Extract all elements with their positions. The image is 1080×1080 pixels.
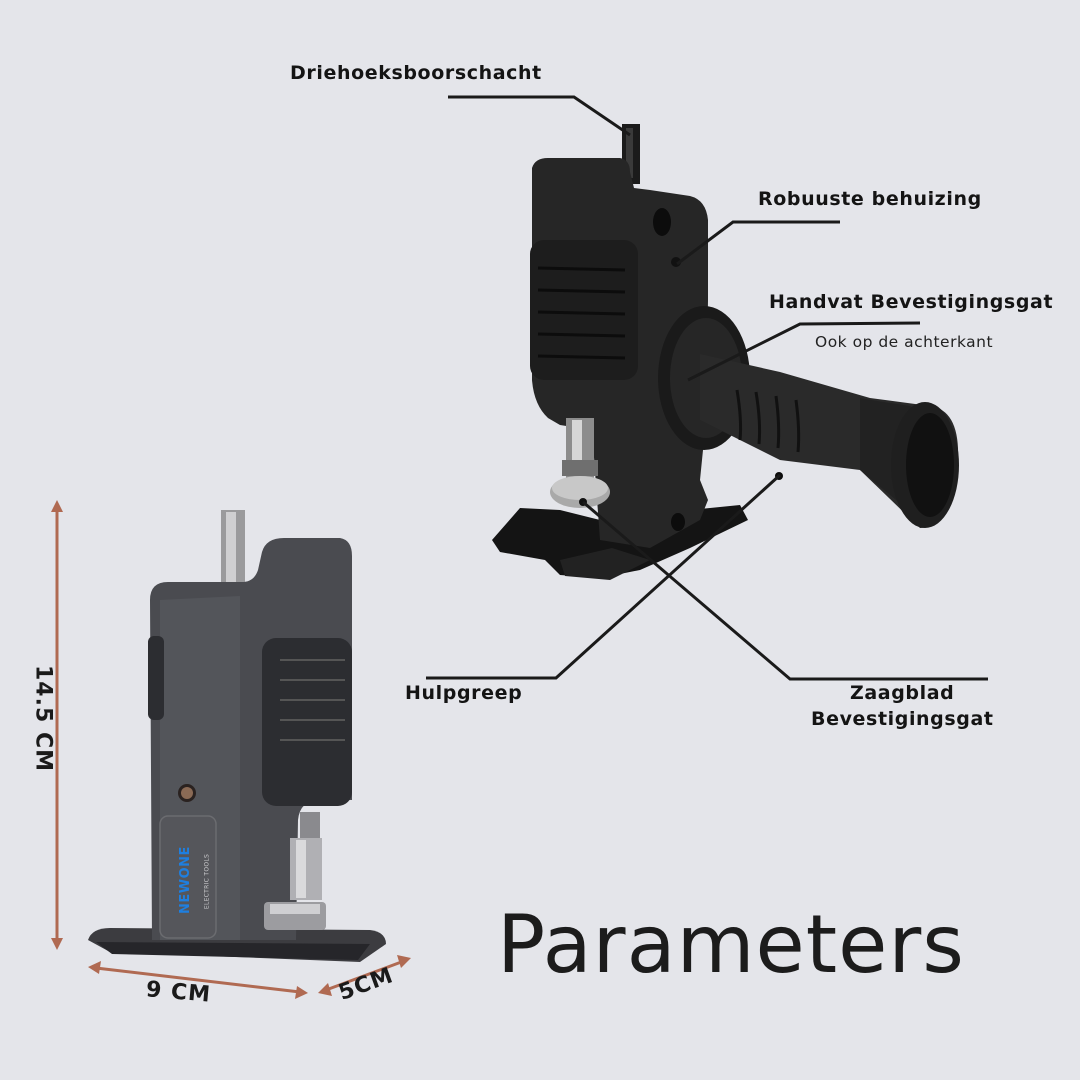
page-title: Parameters xyxy=(497,898,965,991)
dimension-arrows xyxy=(51,500,411,999)
product-main-image xyxy=(492,124,959,580)
callout-line-drill-shaft xyxy=(448,95,631,137)
callout-note-handle-mount: Ook op de achterkant xyxy=(815,333,994,351)
dimension-height-label: 14.5 CM xyxy=(30,665,56,772)
callout-label-housing: Robuuste behuizing xyxy=(758,188,982,210)
callout-line-housing xyxy=(676,220,840,266)
brand-subtitle: ELECTRIC TOOLS xyxy=(203,853,211,910)
callout-label-blade-mount-line1: Zaagblad xyxy=(850,682,955,704)
product-dimension-image xyxy=(88,510,386,962)
brand-name: NEWONE xyxy=(178,846,193,914)
width-arrow xyxy=(95,966,301,994)
callout-lines xyxy=(426,95,988,681)
callout-line-aux-grip xyxy=(426,473,782,680)
callout-label-handle-mount: Handvat Bevestigingsgat xyxy=(769,291,1054,313)
callout-label-blade-mount-line2: Bevestigingsgat xyxy=(811,708,994,730)
depth-arrow xyxy=(325,959,405,992)
callout-label-drill-shaft: Driehoeksboorschacht xyxy=(290,62,542,84)
callout-line-handle-mount xyxy=(687,321,921,382)
callout-line-blade-mount xyxy=(582,500,988,681)
callout-label-aux-grip: Hulpgreep xyxy=(405,682,523,704)
